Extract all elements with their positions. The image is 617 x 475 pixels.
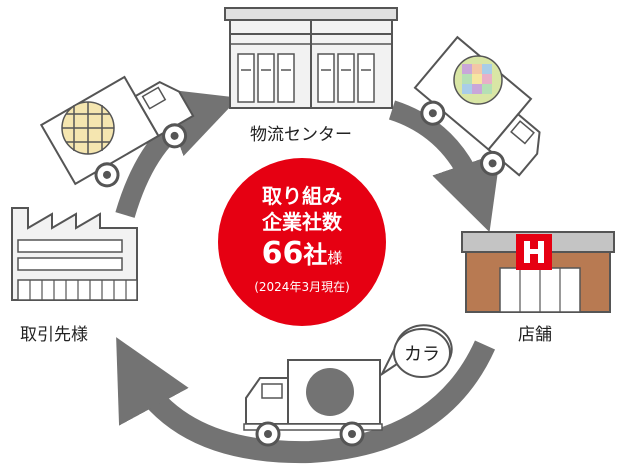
- badge-line-2: 企業社数: [262, 210, 342, 234]
- arrow-store-to-supplier: [116, 337, 496, 464]
- company-count-badge: 取り組み 企業社数 66社様 (2024年3月現在): [218, 158, 386, 326]
- badge-count: 66社様: [218, 236, 386, 276]
- speech-bubble: カラ: [379, 324, 453, 378]
- store-icon: [461, 231, 615, 313]
- badge-count-number: 66: [261, 236, 304, 271]
- factory-icon: [11, 207, 138, 301]
- colorful-container-icon: [453, 55, 503, 105]
- store-label: 店舗: [518, 325, 552, 345]
- badge-count-unit: 社: [303, 241, 328, 269]
- speech-bubble-text: カラ: [404, 344, 440, 365]
- badge-line-1: 取り組み: [262, 184, 342, 208]
- distribution-center-icon: [224, 7, 398, 109]
- supplier-label: 取引先様: [20, 325, 88, 345]
- container-grid-icon: [61, 101, 115, 155]
- distribution-center-label: 物流センター: [250, 125, 352, 145]
- empty-truck-icon: [243, 359, 383, 447]
- badge-count-suffix: 様: [327, 249, 343, 267]
- badge-note: (2024年3月現在): [254, 280, 350, 294]
- arrow-distribution-to-store: [388, 100, 501, 233]
